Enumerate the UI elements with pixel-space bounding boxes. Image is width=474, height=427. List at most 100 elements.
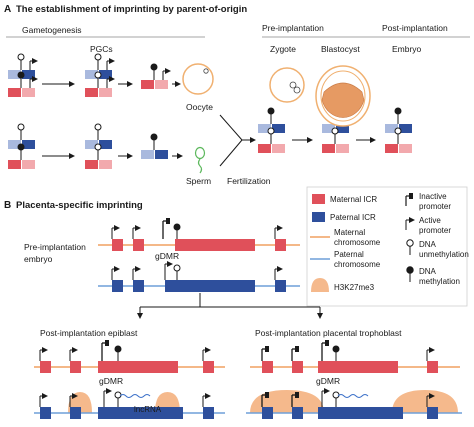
gene-box (262, 361, 273, 373)
maternal-gene-body (175, 239, 255, 251)
unmethylated-lollipop-icon (94, 53, 102, 61)
methylated-lollipop-icon (17, 71, 25, 79)
gene-box (40, 407, 51, 419)
lncrna-wave (337, 394, 369, 398)
icr-box-right (22, 160, 35, 169)
oocyte-label: Oocyte (186, 102, 213, 112)
inactive-promoter-icon (265, 392, 269, 398)
allele-pair (141, 63, 171, 89)
post-implantation-label: Post-implantation (382, 23, 448, 33)
icr-box-left (385, 144, 398, 153)
inactive-promoter-icon (295, 392, 299, 398)
zygote-label: Zygote (270, 44, 296, 54)
gene-box (203, 361, 214, 373)
allele-pair (385, 107, 412, 133)
unmethylated-lollipop-icon (94, 123, 102, 131)
icr-box-left (322, 124, 335, 133)
allele-pair (85, 143, 112, 169)
panel-b-letter: B (4, 200, 11, 211)
icr-box-right (99, 88, 112, 97)
h3k27me3-domain (250, 390, 324, 413)
icr-box-left (385, 124, 398, 133)
icr-box-left (141, 150, 154, 159)
allele-pair (85, 71, 115, 97)
legend-meth-1: DNA (419, 267, 437, 276)
allele-pair (322, 127, 349, 153)
gene-box (427, 407, 438, 419)
legend-active-promoter-icon (405, 217, 415, 230)
gene-box (112, 280, 123, 292)
oocyte-icon (182, 63, 214, 95)
paternal-gene-body (318, 407, 403, 419)
icr-box-right (272, 124, 285, 133)
icr-box-right (155, 80, 168, 89)
gene-box (112, 239, 123, 251)
gene-box (70, 361, 81, 373)
icr-box-right (399, 124, 412, 133)
pre-implantation-label: Pre-implantation (262, 23, 324, 33)
unmethylated-lollipop-icon (332, 391, 340, 399)
legend-unmethylation-lollipop-icon (406, 239, 414, 255)
methylated-lollipop-icon (150, 63, 158, 71)
icr-box-right (99, 160, 112, 169)
methylated-lollipop-icon (332, 345, 340, 353)
methylated-lollipop-icon (173, 223, 181, 231)
legend-maternal-swatch (312, 194, 325, 204)
icr-box-right (22, 140, 35, 149)
gene-box (133, 280, 144, 292)
fertilization-arrow (219, 114, 256, 167)
icr-box-right (22, 70, 35, 79)
sperm-label: Sperm (186, 176, 211, 186)
legend-paternal-icr: Paternal ICR (330, 213, 376, 222)
icr-box-left (322, 144, 335, 153)
unmethylated-lollipop-icon (331, 127, 339, 135)
gene-box (292, 361, 303, 373)
inactive-promoter-icon (295, 346, 299, 352)
methylated-lollipop-icon (17, 143, 25, 151)
icr-box-right (99, 70, 112, 79)
paternal-gene-body (98, 407, 183, 419)
legend-meth-2: methylation (419, 277, 460, 286)
allele-pair (258, 107, 285, 133)
icr-box-right (155, 150, 168, 159)
gdmr-label-trophoblast: gDMR (316, 376, 340, 386)
methylated-lollipop-icon (394, 107, 402, 115)
gene-box (292, 407, 303, 419)
legend-inactive-promoter-icon (405, 193, 413, 206)
icr-box-right (272, 144, 285, 153)
inactive-promoter-icon (166, 218, 170, 224)
allele-pair (258, 127, 285, 153)
embryo-label: Embryo (392, 44, 422, 54)
panel-b-title: Placenta-specific imprinting (16, 200, 143, 211)
maternal-gene-body (318, 361, 398, 373)
legend-unmeth-1: DNA (419, 240, 437, 249)
icr-box-right (399, 144, 412, 153)
panel-a-title: The establishment of imprinting by paren… (16, 4, 247, 15)
fertilization-label: Fertilization (227, 176, 271, 186)
legend-paternal-chr-1: Paternal (334, 250, 364, 259)
inactive-promoter-icon (265, 346, 269, 352)
gene-box (262, 407, 273, 419)
pre-embryo-label-1: Pre-implantation (24, 242, 86, 252)
lncrna-label: lncRNA (134, 405, 162, 414)
icr-box-left (8, 88, 21, 97)
blastocyst-icon (315, 65, 371, 127)
gdmr-label-epiblast: gDMR (99, 376, 123, 386)
methylated-lollipop-icon (114, 345, 122, 353)
gametogenesis-label: Gametogenesis (22, 25, 82, 35)
legend-maternal-chr-1: Maternal (334, 228, 365, 237)
legend-unmeth-2: unmethylation (419, 250, 469, 259)
icr-box-right (22, 88, 35, 97)
icr-box-left (258, 144, 271, 153)
inactive-promoter-icon (105, 340, 109, 346)
icr-box-left (85, 160, 98, 169)
unmethylated-lollipop-icon (114, 391, 122, 399)
zygote-icon (269, 67, 305, 103)
blastocyst-label: Blastocyst (321, 44, 360, 54)
icr-box-right (336, 124, 349, 133)
legend-paternal-swatch (312, 212, 325, 222)
gene-box (203, 407, 214, 419)
icr-box-left (8, 160, 21, 169)
icr-box-left (258, 124, 271, 133)
